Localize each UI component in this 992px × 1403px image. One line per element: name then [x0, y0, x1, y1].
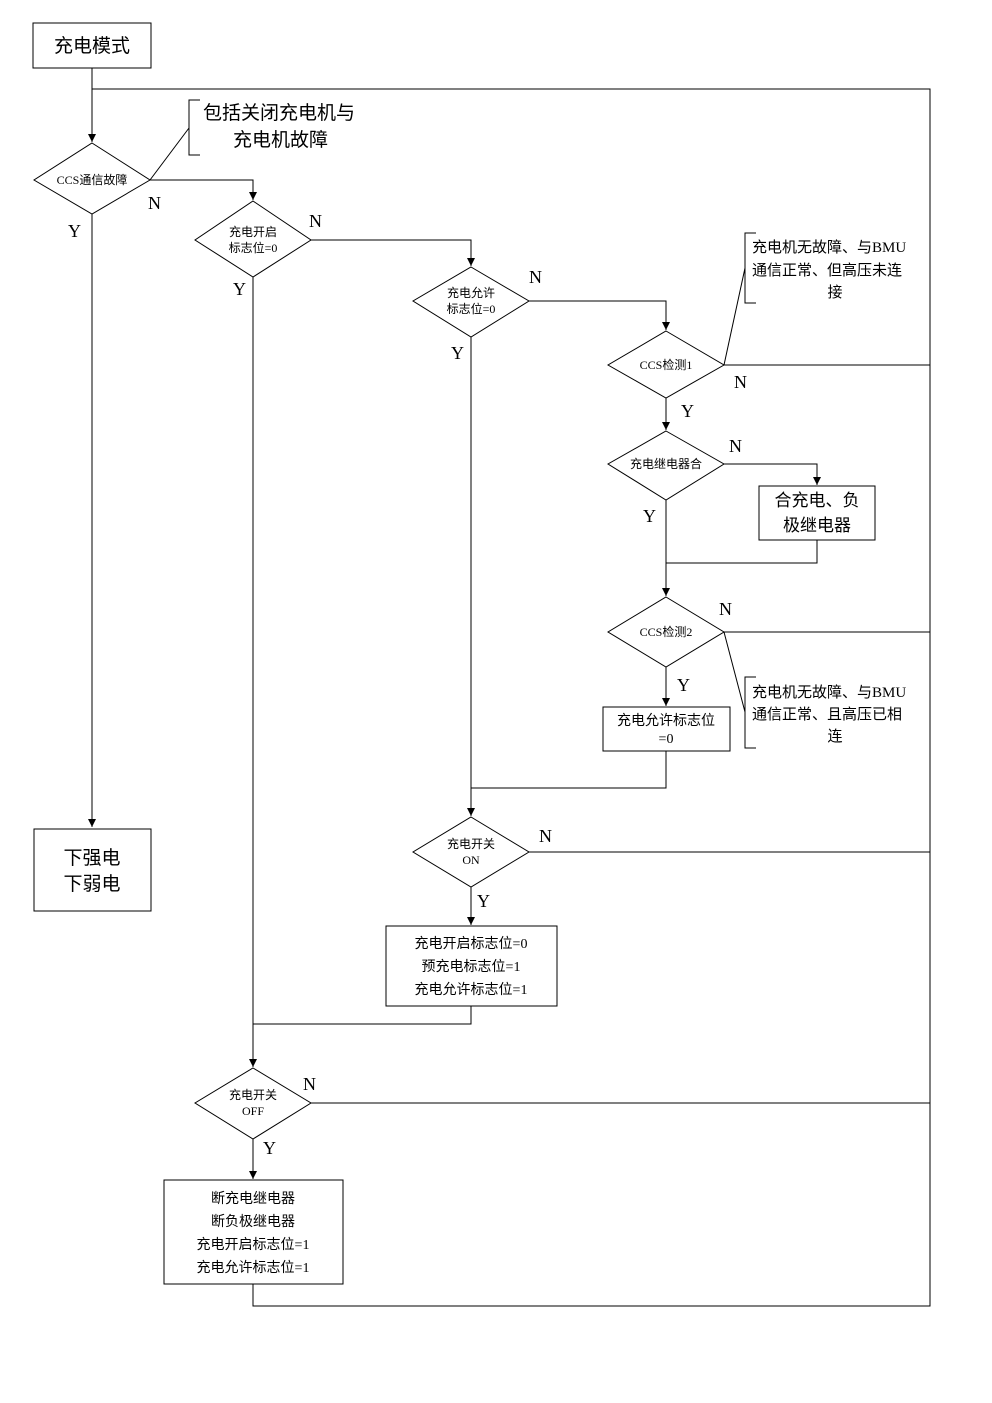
- switch-off-yes-label: Y: [263, 1138, 276, 1158]
- permit-check-label-1: 充电允许: [447, 285, 495, 300]
- ccs-fault-decision: CCS通信故障: [33, 142, 151, 215]
- relay-closed-label: 充电继电器合: [630, 456, 702, 471]
- permit-flag-label-1: 充电允许标志位: [617, 713, 715, 729]
- charge-mode-label: 充电模式: [54, 35, 130, 57]
- permit-check-decision: 充电允许 标志位=0: [412, 266, 530, 338]
- switch-on-label-2: ON: [462, 853, 480, 867]
- open-flag-yes-label: Y: [233, 279, 246, 299]
- edge-close-relay-back: [666, 540, 818, 564]
- set-flags-label-1: 充电开启标志位=0: [415, 936, 528, 952]
- switch-on-yes-label: Y: [477, 891, 490, 911]
- open-flag-label-1: 充电开启: [229, 224, 277, 239]
- note-3: 充电机无故障、与BMU 通信正常、且高压已相 连: [752, 683, 906, 745]
- set-flags-rect: [385, 925, 558, 1007]
- ccs-fault-diamond: [33, 142, 151, 215]
- switch-on-no-label: N: [539, 826, 552, 846]
- power-off-label-1: 下强电: [63, 847, 120, 869]
- edge-open-no: [311, 239, 475, 266]
- permit-flag-box: 充电允许标志位 =0: [602, 706, 731, 752]
- note2-line-2: 通信正常、但高压未连: [752, 262, 902, 279]
- switch-off-diamond: [194, 1067, 312, 1140]
- note2-leader: [723, 267, 746, 366]
- switch-off-no-label: N: [303, 1074, 316, 1094]
- note3-leader: [723, 631, 746, 713]
- detect2-yes-label: Y: [677, 675, 690, 695]
- power-off-rect: [33, 828, 152, 912]
- permit-yes-label: Y: [451, 343, 464, 363]
- ccs-fault-no-label: N: [148, 193, 161, 213]
- connectors: [88, 68, 931, 1307]
- power-off-box: 下强电 下弱电: [33, 828, 152, 912]
- note-2: 充电机无故障、与BMU 通信正常、但高压未连 接: [752, 238, 906, 301]
- final-label-1: 断充电继电器: [211, 1191, 295, 1207]
- note1-leader: [149, 127, 190, 181]
- branch-labels: N Y N Y N Y N Y N Y N Y N Y N Y: [68, 193, 747, 1158]
- final-label-4: 充电允许标志位=1: [197, 1260, 310, 1276]
- note2-line-3: 接: [827, 284, 842, 301]
- ccs-detect1-label: CCS检测1: [640, 357, 693, 372]
- edge-relay-no: [724, 463, 821, 485]
- relay-closed-decision: 充电继电器合: [607, 430, 725, 501]
- final-label-2: 断负极继电器: [211, 1214, 295, 1230]
- ccs-detect2-decision: CCS检测2: [607, 596, 725, 668]
- relay-yes-label: Y: [643, 506, 656, 526]
- power-off-label-2: 下弱电: [63, 873, 120, 895]
- ccs-fault-yes-label: Y: [68, 221, 81, 241]
- permit-flag-rect: [602, 706, 731, 752]
- note3-line-3: 连: [827, 728, 842, 745]
- switch-on-label-1: 充电开关: [447, 836, 495, 851]
- close-relay-label-2: 极继电器: [783, 516, 851, 535]
- close-relay-box: 合充电、负 极继电器: [758, 485, 876, 541]
- ccs-detect2-diamond: [607, 596, 725, 668]
- close-relay-rect: [758, 485, 876, 541]
- detect2-no-label: N: [719, 599, 732, 619]
- open-flag-no-label: N: [309, 211, 322, 231]
- note1-bracket: [188, 99, 200, 156]
- set-flags-label-3: 充电允许标志位=1: [415, 982, 528, 998]
- ccs-fault-label: CCS通信故障: [57, 172, 128, 187]
- permit-check-label-2: 标志位=0: [447, 301, 496, 316]
- detect1-no-label: N: [734, 372, 747, 392]
- edge-final-loop: [92, 88, 931, 1307]
- edge-ccs-no: [150, 179, 257, 200]
- switch-on-decision: 充电开关 ON: [412, 816, 530, 888]
- note-1: 包括关闭充电机与 充电机故障: [203, 102, 355, 151]
- switch-off-decision: 充电开关 OFF: [194, 1067, 312, 1140]
- permit-check-diamond: [412, 266, 530, 338]
- note3-line-2: 通信正常、且高压已相: [752, 706, 902, 723]
- switch-off-label-1: 充电开关: [229, 1087, 277, 1102]
- detect1-yes-label: Y: [681, 401, 694, 421]
- relay-closed-diamond: [607, 430, 725, 501]
- note3-line-1: 充电机无故障、与BMU: [752, 683, 906, 701]
- permit-flag-label-2: =0: [659, 732, 674, 747]
- final-box: 断充电继电器 断负极继电器 充电开启标志位=1 充电允许标志位=1: [163, 1179, 344, 1285]
- note1-line-1: 包括关闭充电机与: [203, 102, 355, 124]
- note3-bracket: [744, 676, 756, 749]
- ccs-detect1-diamond: [607, 330, 725, 399]
- edge-permit-flag-back: [471, 751, 667, 789]
- edge-permit-no: [529, 300, 670, 330]
- charge-mode-rect: [32, 22, 152, 69]
- open-flag-diamond: [194, 200, 312, 278]
- ccs-detect2-label: CCS检测2: [640, 624, 693, 639]
- note2-line-1: 充电机无故障、与BMU: [752, 238, 906, 256]
- switch-off-label-2: OFF: [242, 1104, 264, 1118]
- note1-line-2: 充电机故障: [233, 129, 328, 151]
- switch-on-diamond: [412, 816, 530, 888]
- permit-no-label: N: [529, 267, 542, 287]
- edge-setflags-back: [253, 1006, 472, 1025]
- set-flags-box: 充电开启标志位=0 预充电标志位=1 充电允许标志位=1: [385, 925, 558, 1007]
- set-flags-label-2: 预充电标志位=1: [422, 959, 521, 975]
- open-flag-label-2: 标志位=0: [229, 240, 278, 255]
- relay-no-label: N: [729, 436, 742, 456]
- final-rect: [163, 1179, 344, 1285]
- open-flag-decision: 充电开启 标志位=0: [194, 200, 312, 278]
- ccs-detect1-decision: CCS检测1: [607, 330, 725, 399]
- charge-mode-box: 充电模式: [32, 22, 152, 69]
- final-label-3: 充电开启标志位=1: [197, 1237, 310, 1253]
- close-relay-label-1: 合充电、负: [775, 491, 860, 510]
